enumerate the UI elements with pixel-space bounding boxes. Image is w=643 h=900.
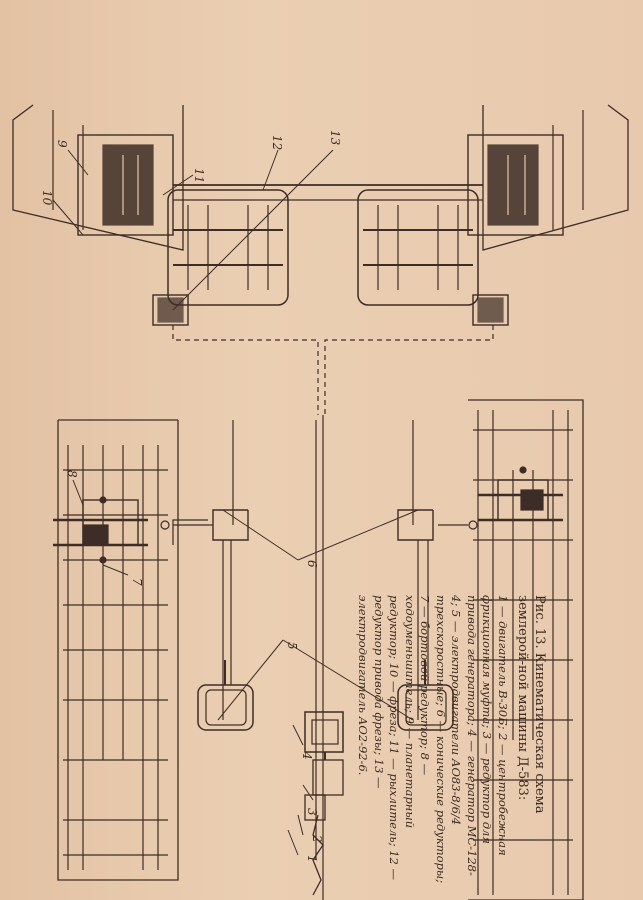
part-labels: 1 2 3 4 5 6 7 8 9 10 11 12 13 [40,130,342,863]
label-4: 4 [300,751,314,760]
label-13: 13 [328,130,342,146]
label-3: 3 [305,808,319,816]
label-8: 8 [65,470,79,478]
label-7: 7 [130,578,144,586]
label-2: 2 [310,834,324,843]
central-drive [160,415,478,900]
cutter-unit [12,104,629,415]
label-5: 5 [285,642,299,650]
left-track-frame [53,419,179,881]
caption-legend: 1 — двигатель В-30Б; 2 — центробежная фр… [356,595,511,884]
caption-title: Рис. 13. Кинематическая схема землерой-н… [515,595,547,814]
label-12: 12 [270,135,284,150]
label-9: 9 [55,140,69,148]
label-6: 6 [305,560,319,568]
right-track-frame [468,399,584,900]
label-10: 10 [40,190,54,206]
label-11: 11 [192,168,206,183]
figure-caption: Рис. 13. Кинематическая схема землерой-н… [355,595,548,885]
label-1: 1 [305,855,319,863]
leader-lines [52,149,419,856]
